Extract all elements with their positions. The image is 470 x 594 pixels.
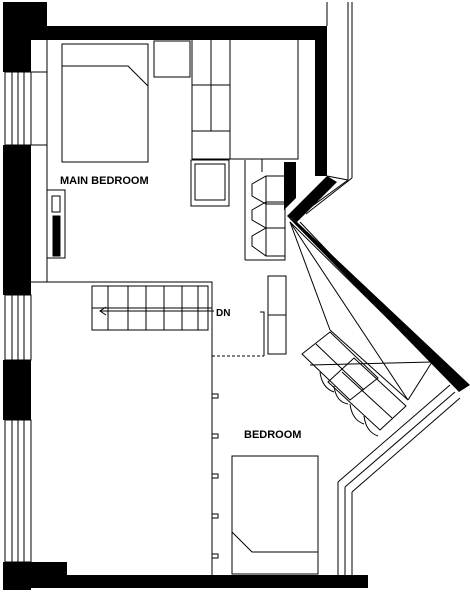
corridor-closet — [244, 159, 286, 261]
exterior-walls — [3, 2, 470, 590]
wardrobe — [191, 38, 299, 160]
nightstand — [153, 40, 191, 78]
roof-window-lines — [289, 221, 451, 401]
diagonal-storage — [301, 331, 407, 437]
room-label-main-bedroom: MAIN BEDROOM — [60, 175, 149, 187]
stairs — [91, 285, 212, 331]
stair-landing — [31, 275, 287, 575]
interior-wall-jogs — [31, 40, 48, 283]
bedroom-bed — [231, 455, 319, 575]
desk-chair — [190, 159, 230, 207]
partition-ticks — [211, 393, 219, 559]
stair-direction-label: DN — [216, 308, 230, 319]
left-windows — [4, 71, 32, 563]
main-bed — [61, 43, 149, 163]
wall-desk — [46, 189, 66, 259]
room-label-bedroom: BEDROOM — [244, 429, 301, 441]
outer-wall-lines — [299, 2, 461, 588]
stair-direction-arrow — [99, 306, 214, 316]
